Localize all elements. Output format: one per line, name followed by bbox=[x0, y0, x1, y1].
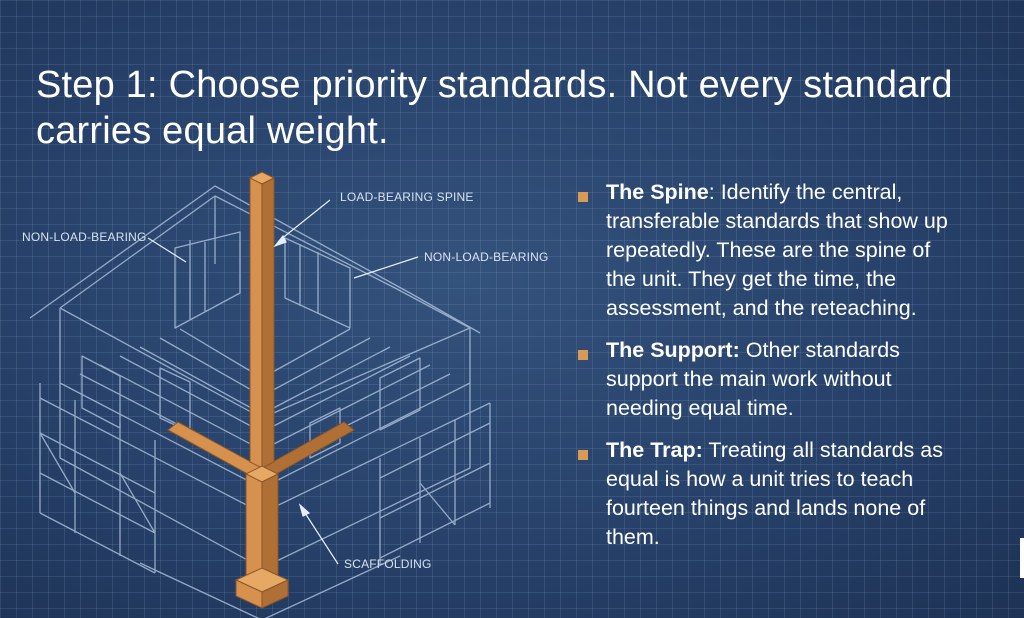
edge-marker bbox=[1020, 538, 1024, 578]
bullet-support: The Support: Other standards support the… bbox=[576, 336, 1024, 423]
bullet-spine: The Spine: Identify the central, transfe… bbox=[576, 178, 1024, 323]
square-bullet-icon bbox=[578, 350, 588, 360]
label-non-load-bearing-left: NON-LOAD-BEARING bbox=[22, 230, 147, 244]
bullet-heading: The Trap: bbox=[606, 438, 703, 462]
label-non-load-bearing-right: NON-LOAD-BEARING bbox=[424, 250, 549, 264]
square-bullet-icon bbox=[578, 450, 588, 460]
load-bearing-beams bbox=[167, 171, 355, 609]
house-wireframe bbox=[29, 185, 491, 618]
bullet-list: The Spine: Identify the central, transfe… bbox=[576, 178, 1024, 565]
bullet-body: Other standards support the main work wi… bbox=[606, 338, 900, 420]
square-bullet-icon bbox=[578, 192, 588, 202]
bullet-body: Treating all standards as equal is how a… bbox=[606, 438, 943, 549]
bullet-trap: The Trap: Treating all standards as equa… bbox=[576, 436, 1024, 552]
label-scaffolding: SCAFFOLDING bbox=[344, 557, 432, 571]
bullet-body: Identify the central, transferable stand… bbox=[606, 180, 948, 320]
diagram-leader-lines bbox=[147, 199, 419, 565]
slide-title-line-2: carries equal weight. bbox=[36, 110, 389, 152]
bullet-separator: : bbox=[708, 180, 721, 204]
spine-column-upper bbox=[249, 177, 263, 469]
bullet-heading: The Support: bbox=[606, 338, 740, 362]
label-load-bearing-spine: LOAD-BEARING SPINE bbox=[340, 190, 474, 204]
slide-title: Step 1: Choose priority standards. Not e… bbox=[36, 62, 1016, 154]
slide-title-line-1: Step 1: Choose priority standards. Not e… bbox=[36, 64, 953, 106]
house-frame-diagram: LOAD-BEARING SPINE NON-LOAD-BEARING NON-… bbox=[22, 171, 549, 618]
bullet-heading: The Spine bbox=[606, 180, 709, 204]
